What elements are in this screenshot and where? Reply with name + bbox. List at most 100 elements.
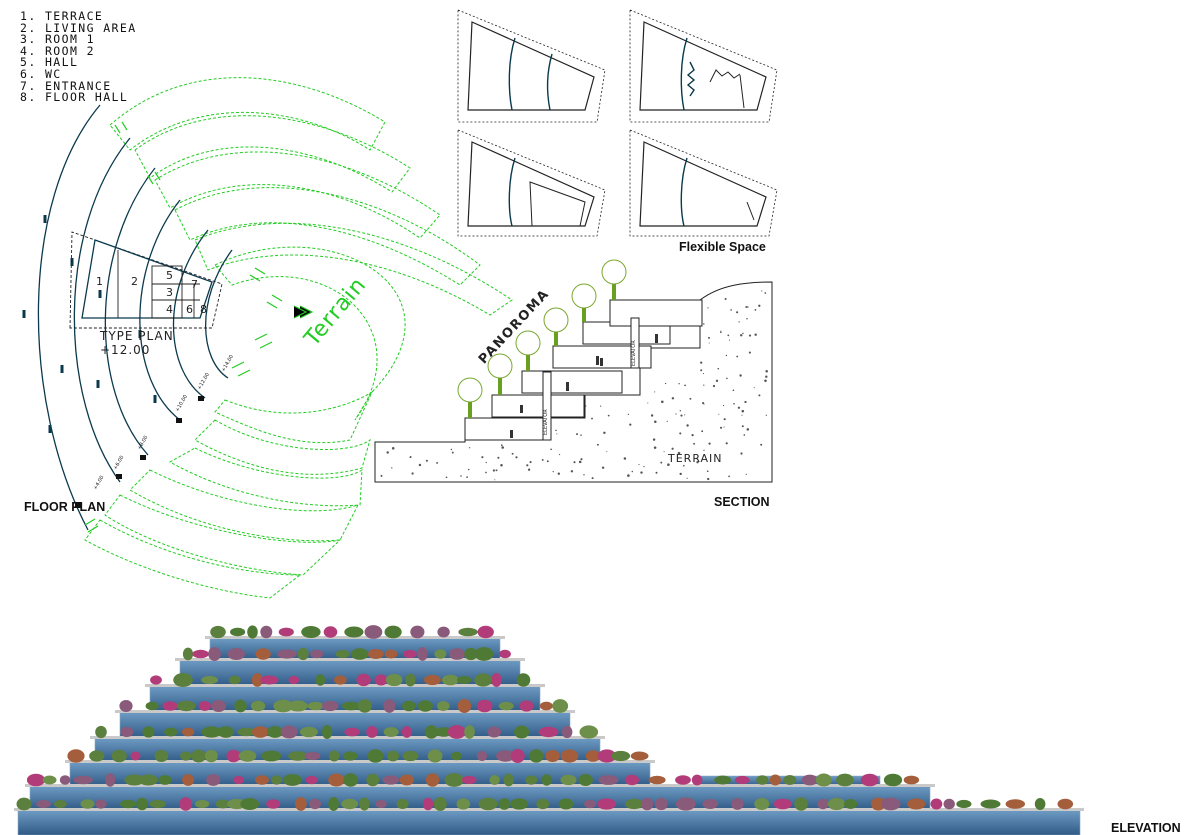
stipple-dot xyxy=(663,451,665,453)
stipple-dot xyxy=(596,443,599,446)
tree-canopy xyxy=(827,797,846,811)
tree-canopy xyxy=(675,775,691,785)
tree-canopy xyxy=(597,798,616,810)
room-number: 6 xyxy=(186,303,193,316)
tree-canopy xyxy=(334,675,347,685)
tree-canopy xyxy=(278,627,294,637)
stipple-dot xyxy=(500,444,503,447)
stipple-dot xyxy=(576,433,578,436)
stipple-dot xyxy=(460,475,462,477)
stipple-dot xyxy=(511,452,514,455)
stipple-dot xyxy=(451,451,454,454)
tree-canopy xyxy=(783,775,797,785)
tree-canopy xyxy=(405,673,416,687)
stipple-dot xyxy=(501,446,504,449)
stipple-dot xyxy=(754,333,757,336)
tree-canopy xyxy=(457,699,472,713)
tree-canopy xyxy=(260,625,273,639)
stipple-dot xyxy=(515,456,518,459)
tree-canopy xyxy=(120,799,137,809)
tree-canopy xyxy=(89,750,105,762)
tree-canopy xyxy=(343,773,359,787)
stipple-dot xyxy=(627,474,630,477)
tree-canopy xyxy=(350,648,369,660)
tree-canopy xyxy=(201,675,219,685)
stipple-dot xyxy=(468,447,471,449)
stipple-dot xyxy=(720,330,722,332)
stipple-dot xyxy=(550,448,552,451)
tree-canopy xyxy=(228,675,241,685)
stipple-dot xyxy=(702,402,705,405)
stipple-dot xyxy=(724,297,727,301)
tree-canopy xyxy=(182,774,195,786)
tree-canopy xyxy=(943,798,955,810)
tree-canopy xyxy=(237,727,256,737)
stipple-dot xyxy=(485,471,487,474)
stipple-dot xyxy=(664,382,667,385)
tree-canopy xyxy=(464,647,478,661)
section-tree-trunks xyxy=(468,284,616,418)
tree-canopy xyxy=(417,700,433,712)
svg-text:+4.00: +4.00 xyxy=(93,475,106,491)
curved-walls xyxy=(37,104,233,531)
tree-canopy xyxy=(105,773,116,787)
tree-canopy xyxy=(578,774,593,786)
stipple-dot xyxy=(481,456,484,459)
tree-canopy xyxy=(383,727,399,737)
tree-canopy xyxy=(59,775,71,785)
tree-canopy xyxy=(288,751,308,761)
stipple-dot xyxy=(653,446,657,449)
tree-canopy xyxy=(234,699,247,713)
tree-canopy xyxy=(366,726,378,738)
tree-canopy xyxy=(180,751,192,761)
legend-item: 5. HALL xyxy=(20,55,79,70)
tree-canopy xyxy=(560,774,577,786)
stipple-dot xyxy=(739,374,742,377)
stipple-dot xyxy=(578,460,582,464)
room-number: 3 xyxy=(166,286,173,299)
stipple-dot xyxy=(741,409,745,413)
stipple-dot xyxy=(728,475,730,478)
tree-canopy xyxy=(843,799,858,809)
tree-canopy xyxy=(815,773,832,787)
stipple-dot xyxy=(607,414,610,417)
stipple-dot xyxy=(584,405,587,407)
tree-canopy xyxy=(880,797,901,811)
stipple-dot xyxy=(559,453,561,456)
stipple-dot xyxy=(725,442,728,445)
svg-text:+12.00: +12.00 xyxy=(197,372,211,391)
stipple-dot xyxy=(702,373,705,375)
tree-canopy xyxy=(476,750,488,762)
tree-canopy xyxy=(648,775,666,785)
tree-canopy xyxy=(238,750,257,762)
tree-canopy xyxy=(356,673,371,687)
tree-canopy xyxy=(611,750,631,762)
tree-canopy xyxy=(756,775,769,785)
tree-canopy xyxy=(266,799,281,809)
stipple-dot xyxy=(733,402,735,405)
tree-canopy xyxy=(310,649,324,659)
stipple-dot xyxy=(495,469,498,472)
tree-canopy xyxy=(624,798,644,810)
tree-canopy xyxy=(366,773,380,787)
stipple-dot xyxy=(552,470,554,473)
floor-plan-title: FLOOR PLAN xyxy=(24,500,106,514)
tree-canopy xyxy=(558,798,574,810)
tree-canopy xyxy=(250,700,266,712)
tree-canopy xyxy=(288,675,300,685)
tree-canopy xyxy=(182,647,194,661)
tree-canopy xyxy=(399,774,414,786)
tree-canopy xyxy=(516,673,531,687)
stipple-dot xyxy=(728,339,731,341)
tree-canopy xyxy=(198,701,211,711)
stipple-dot xyxy=(386,451,389,454)
svg-text:+14.00: +14.00 xyxy=(221,354,235,373)
tree-canopy xyxy=(287,700,308,712)
stipple-dot xyxy=(638,464,640,466)
tree-canopy xyxy=(297,647,309,661)
tree-canopy xyxy=(342,701,360,711)
tree-canopy xyxy=(980,799,1001,809)
tree-canopy xyxy=(95,725,107,739)
tree-canopy xyxy=(277,649,297,659)
tree-canopy xyxy=(124,774,145,786)
